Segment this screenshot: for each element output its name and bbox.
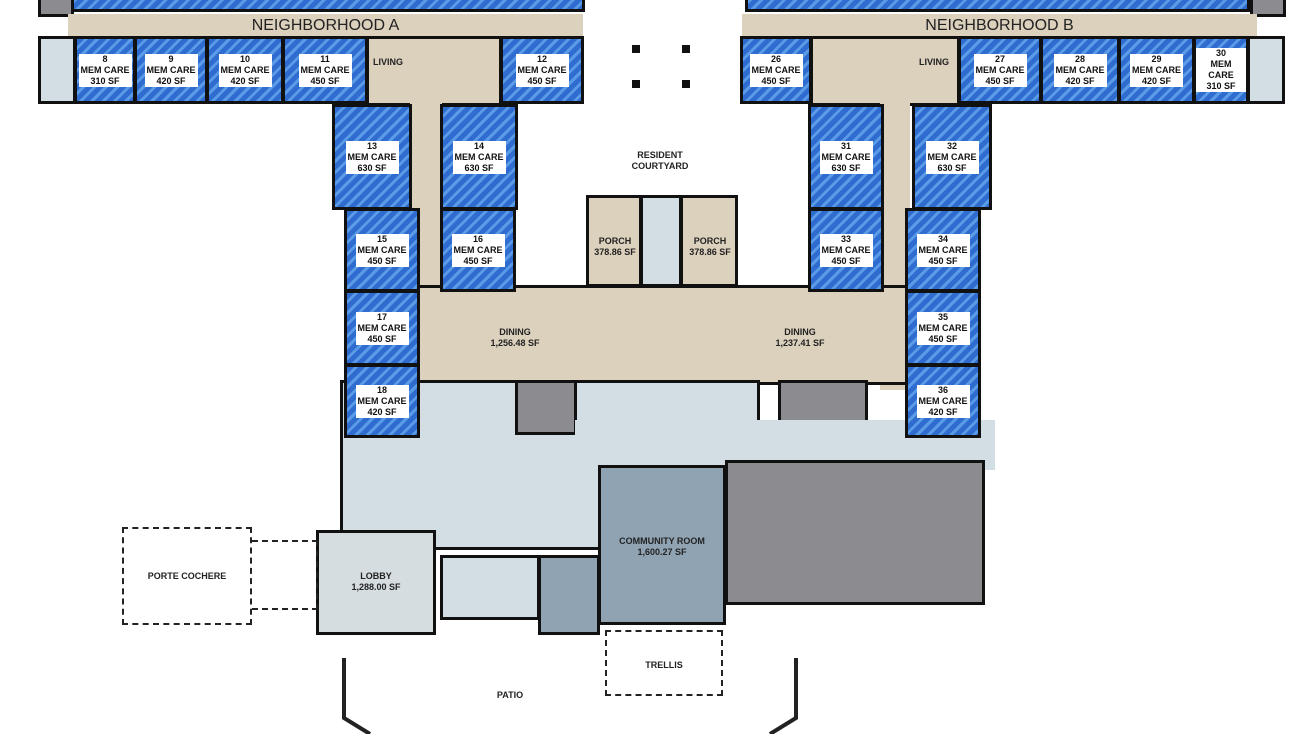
living-b: LIVING <box>810 36 960 106</box>
mech-room-b <box>1250 0 1286 17</box>
dining-area <box>416 285 908 385</box>
courtyard-label: RESIDENT COURTYARD <box>631 150 689 171</box>
stair-a <box>38 36 76 104</box>
office <box>440 555 540 620</box>
conference-room <box>538 555 600 635</box>
vestibule <box>640 195 682 287</box>
porte-cochere-walk <box>252 540 318 610</box>
storage-room <box>515 380 577 435</box>
living-a: LIVING <box>366 36 502 106</box>
top-rooms-b <box>745 0 1250 12</box>
kitchen-service <box>725 460 985 605</box>
mech-room-a <box>38 0 74 17</box>
corridor-neighborhood-b: NEIGHBORHOOD B <box>742 14 1257 38</box>
top-rooms-a <box>70 0 585 12</box>
neighborhood-b-label: NEIGHBORHOOD B <box>925 17 1074 34</box>
patio-outline <box>342 658 798 734</box>
patio-label: PATIO <box>496 690 524 700</box>
trellis: TRELLIS <box>605 630 723 696</box>
neighborhood-a-label: NEIGHBORHOOD A <box>251 17 400 34</box>
stair-b <box>1247 36 1285 104</box>
porte-cochere: PORTE COCHERE <box>122 527 252 625</box>
corridor-neighborhood-a: NEIGHBORHOOD A <box>68 14 583 38</box>
